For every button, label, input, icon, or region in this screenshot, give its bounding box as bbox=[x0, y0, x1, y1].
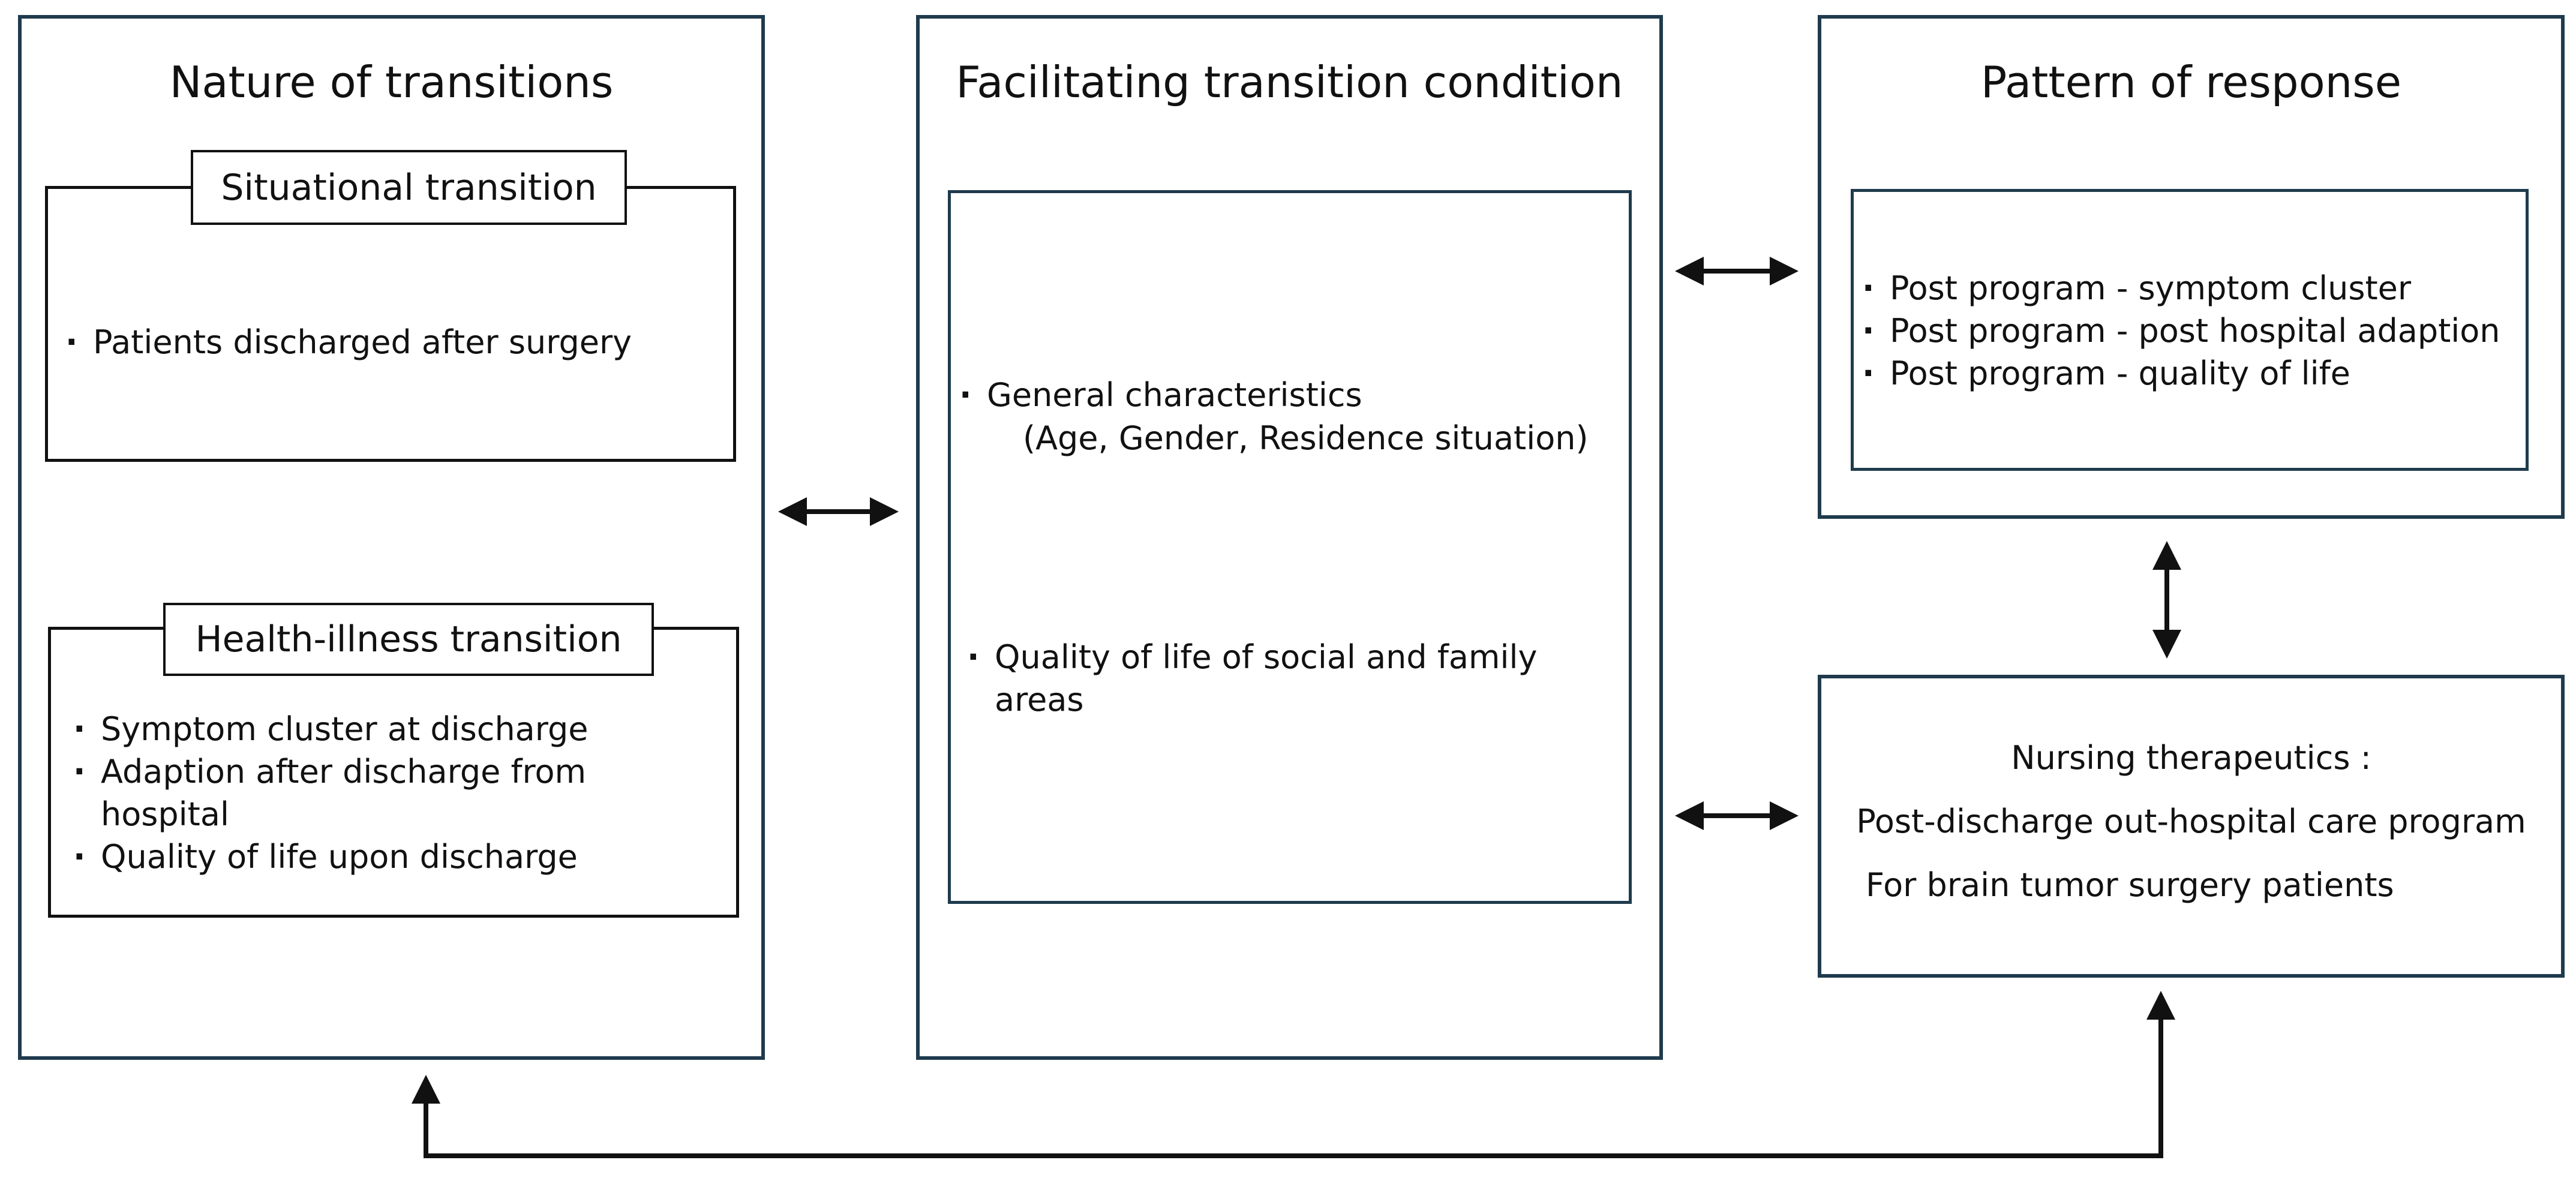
arrow-feedback-loop bbox=[412, 991, 2175, 1158]
therapeutics-heading: Nursing therapeutics : bbox=[2011, 739, 2371, 777]
facilitating-item-quality: Quality of life of social and family bbox=[967, 636, 1537, 678]
health-item-quality: Quality of life upon discharge bbox=[73, 836, 578, 878]
therapeutics-program: Post-discharge out-hospital care program bbox=[1856, 803, 2526, 840]
nursing-therapeutics-box bbox=[1818, 675, 2565, 978]
therapeutics-target: For brain tumor surgery patients bbox=[1866, 866, 2394, 904]
facilitating-item-quality-cont: areas bbox=[995, 681, 1084, 719]
situational-item: Patients discharged after surgery bbox=[65, 321, 632, 363]
response-item-symptom: Post program - symptom cluster bbox=[1862, 267, 2411, 309]
health-item-adaption: Adaption after discharge from bbox=[73, 750, 586, 793]
response-item-adaption: Post program - post hospital adaption bbox=[1862, 309, 2500, 352]
facilitating-item-general: General characteristics bbox=[959, 374, 1362, 416]
response-title: Pattern of response bbox=[1980, 57, 2402, 107]
facilitating-inner-box bbox=[948, 190, 1632, 904]
nature-title: Nature of transitions bbox=[169, 57, 614, 107]
situational-transition-label: Situational transition bbox=[191, 150, 627, 225]
facilitating-item-general-detail: (Age, Gender, Residence situation) bbox=[1023, 419, 1589, 457]
health-item-symptom: Symptom cluster at discharge bbox=[73, 708, 588, 750]
health-item-adaption-cont: hospital bbox=[101, 795, 229, 833]
facilitating-title: Facilitating transition condition bbox=[956, 57, 1623, 107]
health-illness-transition-label: Health-illness transition bbox=[163, 603, 654, 676]
response-item-quality: Post program - quality of life bbox=[1862, 352, 2350, 395]
